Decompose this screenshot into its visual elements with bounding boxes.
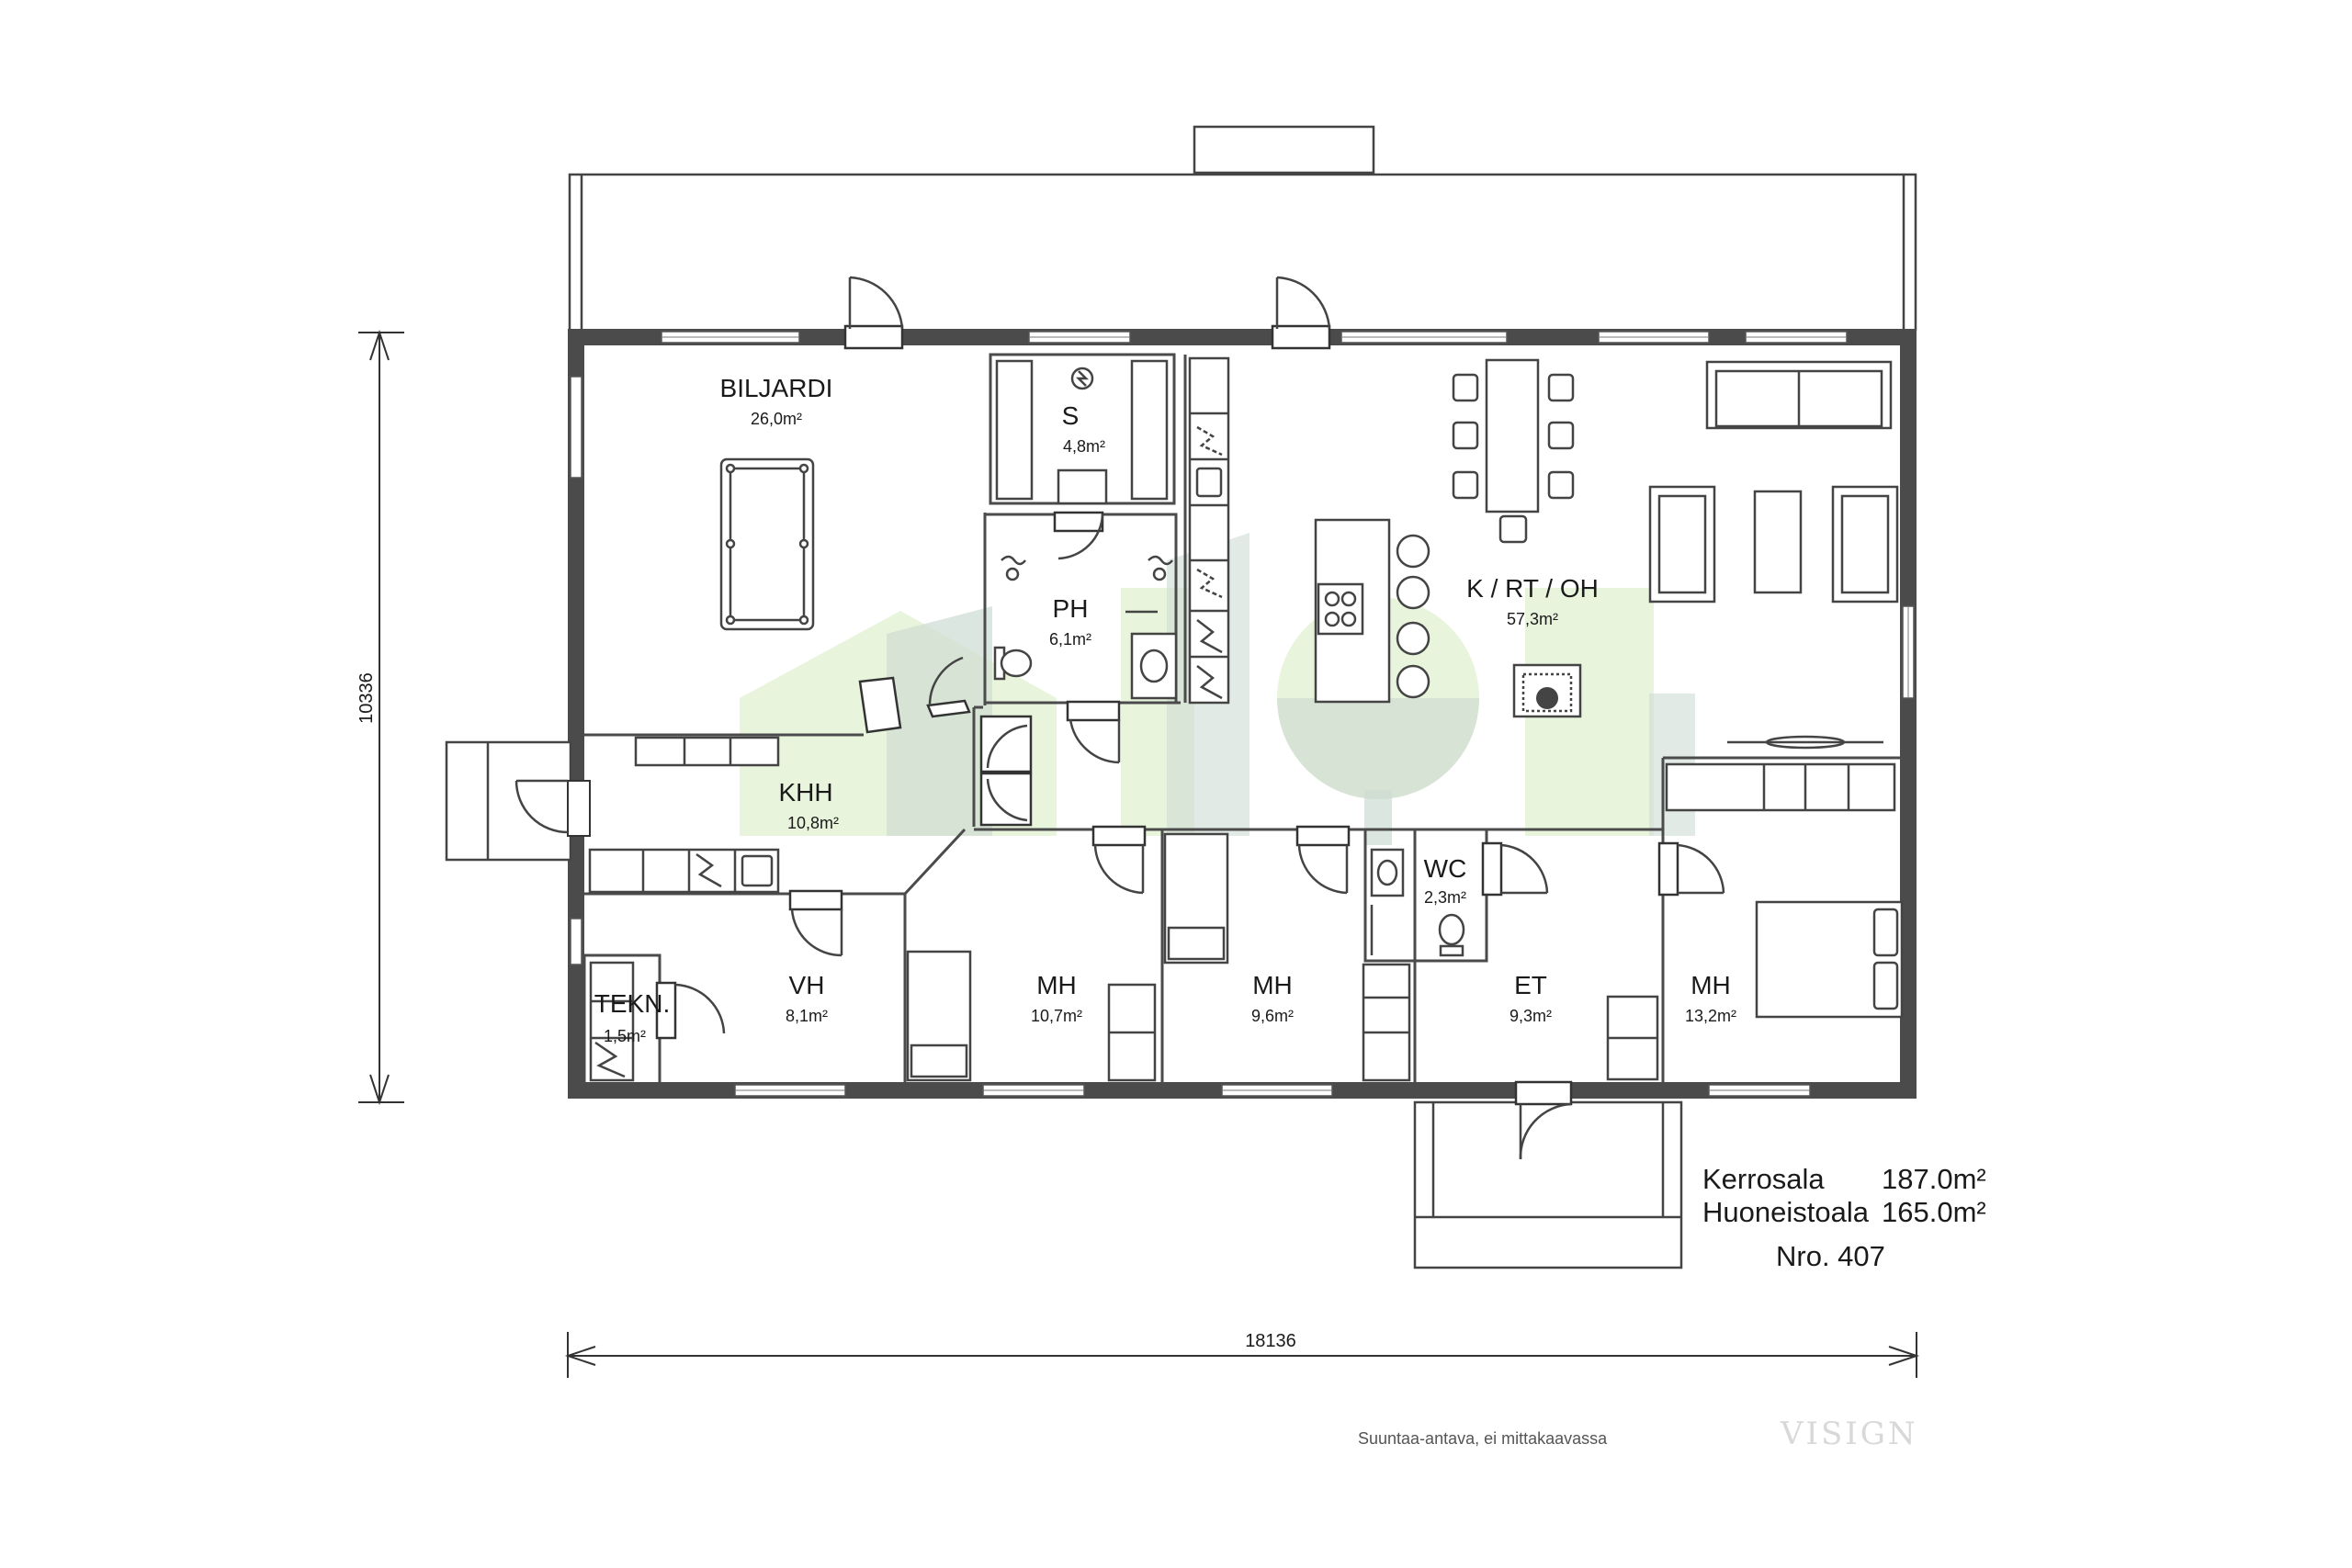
dimension-height-label: 10336 [356,672,377,724]
wc-fixtures-icon [1370,848,1465,957]
area-stats: Kerrosala 187.0m² Huoneistoala 165.0m² N… [1702,1163,1986,1272]
room-name-mh2: MH [1252,971,1293,999]
room-name-khh: KHH [778,778,832,807]
room-name-vh: VH [789,971,825,999]
room-name-biljardi: BILJARDI [720,374,833,402]
dimension-width: 18136 [564,1331,1920,1378]
kitchen-island-icon [1314,518,1430,704]
room-area-et: 9,3m² [1510,1007,1552,1025]
kerrosala-value: 187.0m² [1882,1163,1986,1195]
room-area-wc: 2,3m² [1424,888,1466,907]
room-area-tekn: 1,5m² [604,1027,646,1045]
brand-logo: VISIGN [1780,1416,1918,1452]
front-porch [1413,1100,1683,1269]
room-name-mh1: MH [1036,971,1077,999]
dining-table-icon [1452,358,1575,544]
huoneistoala-value: 165.0m² [1882,1196,1986,1228]
room-area-ph: 6,1m² [1049,630,1091,649]
room-name-s: S [1062,401,1080,430]
laundry-counter-icon [588,736,780,894]
room-name-wc: WC [1424,854,1467,883]
kitchen-counter-icon [1188,356,1230,705]
sauna-benches-icon [995,359,1169,505]
room-area-krtoh: 57,3m² [1507,610,1558,628]
plan-number: Nro. 407 [1776,1240,1885,1272]
room-name-tekn: TEKN. [594,989,670,1018]
bedroom-furniture-icon [906,762,1904,1082]
kerrosala-label: Kerrosala [1702,1163,1825,1195]
room-name-mh3: MH [1690,971,1731,999]
room-area-khh: 10,8m² [787,814,839,832]
huoneistoala-label: Huoneistoala [1702,1196,1870,1228]
room-area-mh1: 10,7m² [1031,1007,1082,1025]
windows [570,331,1915,1097]
room-area-biljardi: 26,0m² [751,410,802,428]
bathroom-fixtures-icon [993,555,1178,700]
tekn-unit-icon [589,961,635,1082]
dimension-height: 10336 [356,329,404,1106]
room-labels: BILJARDI 26,0m² S 4,8m² PH 6,1m² K / RT … [594,374,1736,1045]
billiard-table-icon [719,457,815,631]
room-name-ph: PH [1053,594,1089,623]
dimension-width-label: 18136 [1245,1331,1296,1351]
room-area-mh3: 13,2m² [1685,1007,1736,1025]
room-area-s: 4,8m² [1063,437,1105,456]
roof-outline [568,125,1917,331]
footer-note: Suuntaa-antava, ei mittakaavassa [1358,1429,1608,1448]
living-room-furniture-icon [1512,360,1899,750]
doors [655,276,1725,1160]
room-name-et: ET [1514,971,1547,999]
room-area-vh: 8,1m² [786,1007,828,1025]
room-name-krtoh: K / RT / OH [1466,574,1599,603]
side-entry-left [445,740,591,862]
room-area-mh2: 9,6m² [1251,1007,1294,1025]
